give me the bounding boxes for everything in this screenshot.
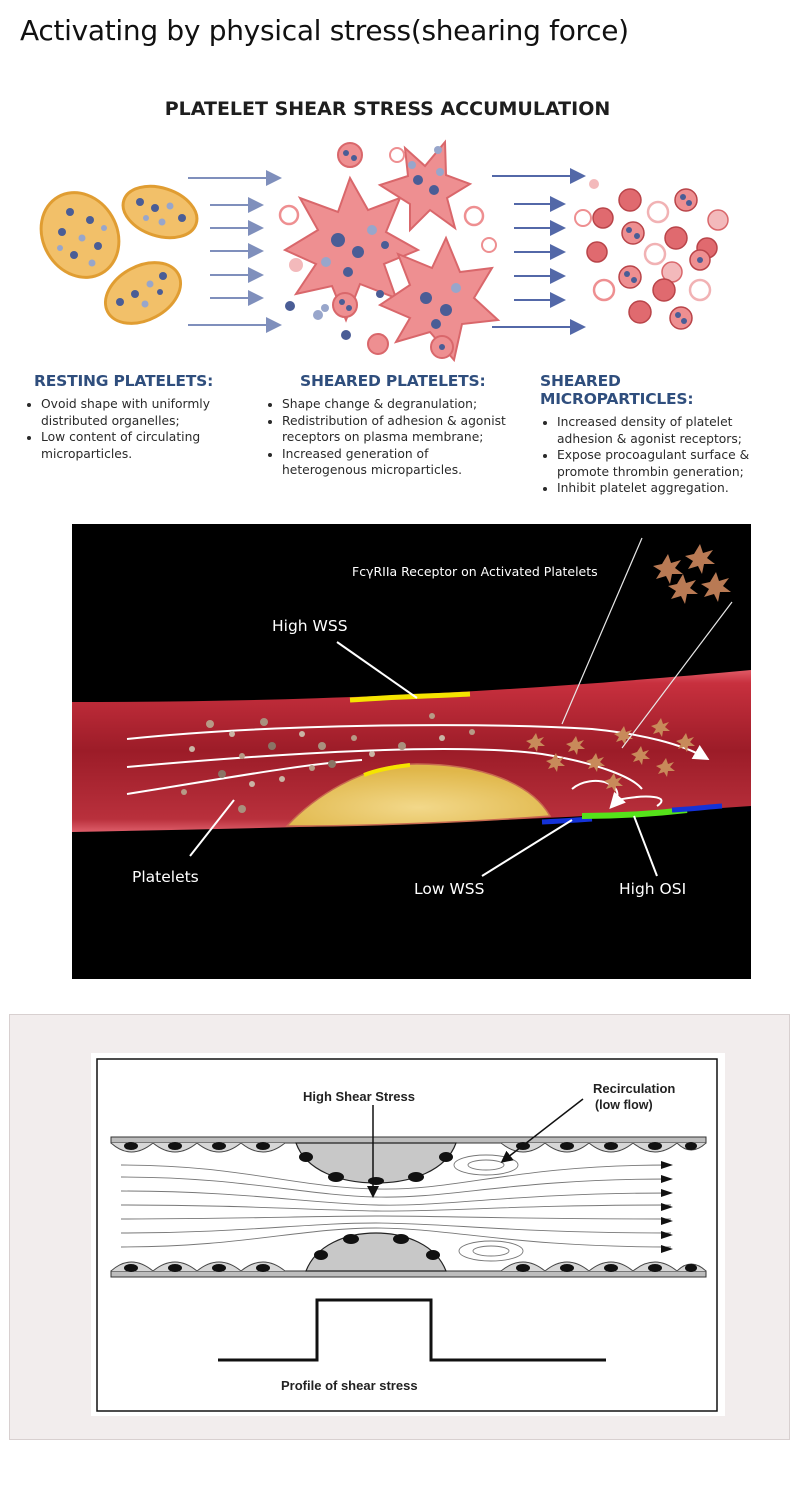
bullet: Shape change & degranulation; xyxy=(282,396,515,413)
column-heading: SHEARED MICROPARTICLES: xyxy=(540,372,694,408)
vessel-illustration: FcγRIIa Receptor on Activated Platelets … xyxy=(72,537,751,898)
column-heading: RESTING PLATELETS: xyxy=(34,372,214,390)
platelet-shear-figure: PLATELET SHEAR STRESS ACCUMULATION xyxy=(0,80,800,500)
pointer-lines xyxy=(561,537,733,749)
high-osi-label: High OSI xyxy=(619,880,686,898)
flow-arrows-right xyxy=(492,168,586,335)
low-wss-region xyxy=(541,816,593,825)
blood-vessel-shear-figure: FcγRIIa Receptor on Activated Platelets … xyxy=(72,524,751,979)
bullet: Low content of circulating microparticle… xyxy=(41,429,239,462)
column-heading: SHEARED PLATELETS: xyxy=(300,372,486,390)
resting-platelet xyxy=(39,191,121,279)
bullet: Increased generation of heterogenous mic… xyxy=(282,446,515,479)
receptor-inset xyxy=(644,538,732,608)
flow-arrows-left xyxy=(188,170,282,333)
resting-platelet xyxy=(103,261,183,325)
recirculation-pointer xyxy=(500,1098,584,1163)
resting-platelets-column: RESTING PLATELETS: Ovoid shape with unif… xyxy=(24,372,239,462)
recirculation-label: Recirculation xyxy=(593,1081,675,1096)
flow-arrowheads xyxy=(661,1161,673,1253)
resting-platelet xyxy=(121,184,199,240)
microparticles xyxy=(574,179,729,330)
high-wss-region xyxy=(349,691,471,703)
platelet-illustration xyxy=(39,139,729,363)
high-wss-label: High WSS xyxy=(272,617,348,635)
endothelial-cells-bottom xyxy=(110,1261,707,1272)
figure-title: PLATELET SHEAR STRESS ACCUMULATION xyxy=(164,98,611,120)
profile-label: Profile of shear stress xyxy=(281,1378,418,1393)
stenosis-top xyxy=(295,1142,457,1185)
flow-lines xyxy=(126,724,710,809)
bullet: Increased density of platelet adhesion &… xyxy=(557,414,778,447)
platelet-particles xyxy=(181,713,475,813)
stenosis-diagram: High Shear Stress Recirculation (low flo… xyxy=(96,1058,718,1412)
high-shear-label: High Shear Stress xyxy=(303,1089,415,1104)
bullet: Expose procoagulant surface & promote th… xyxy=(557,447,778,480)
bullet: Redistribution of adhesion & agonist rec… xyxy=(282,413,515,446)
stenosis-shear-profile-figure: High Shear Stress Recirculation (low flo… xyxy=(9,1014,790,1440)
plaque xyxy=(285,763,552,827)
vessel-wall xyxy=(72,670,751,832)
sheared-platelet xyxy=(282,175,421,323)
stenosis-bottom xyxy=(305,1232,447,1272)
sheared-platelet xyxy=(377,139,473,233)
low-flow-label: (low flow) xyxy=(595,1098,653,1112)
low-wss-label: Low WSS xyxy=(414,880,484,898)
platelets-label: Platelets xyxy=(132,868,199,886)
bullet: Inhibit platelet aggregation. xyxy=(557,480,778,497)
bullet: Ovoid shape with uniformly distributed o… xyxy=(41,396,239,429)
sheared-platelet xyxy=(377,235,501,363)
activated-platelet-cluster xyxy=(526,718,695,792)
receptor-label: FcγRIIa Receptor on Activated Platelets xyxy=(352,564,598,579)
sheared-microparticles-column: SHEARED MICROPARTICLES: Increased densit… xyxy=(540,372,778,497)
page-title: Activating by physical stress(shearing f… xyxy=(20,14,629,47)
sheared-platelets-column: SHEARED PLATELETS: Shape change & degran… xyxy=(265,372,515,479)
shear-profile-curve xyxy=(218,1298,606,1362)
label-leaders xyxy=(189,641,658,877)
